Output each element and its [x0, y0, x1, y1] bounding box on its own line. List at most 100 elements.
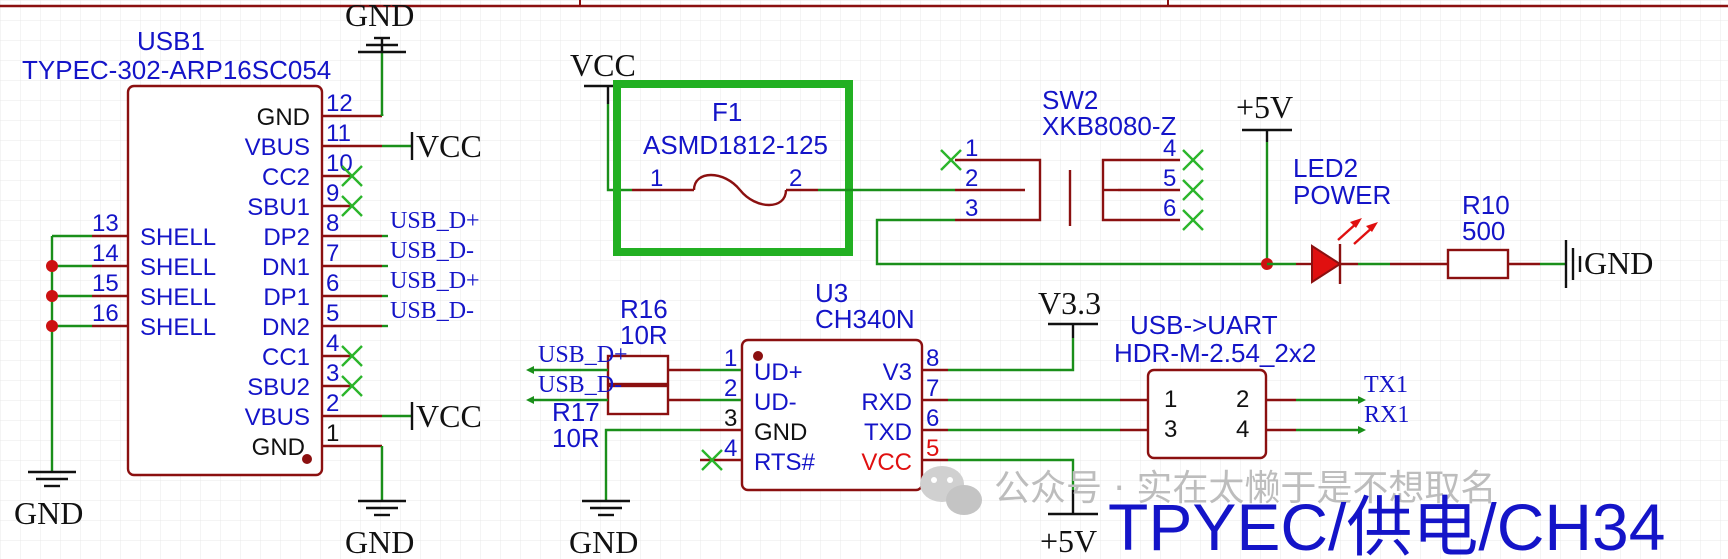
usb1-right-pin-names: GND VBUS CC2 SBU1 DP2 DN1 DP1 DN2 CC1 SB…: [245, 104, 310, 461]
vcc-label: VCC: [570, 47, 636, 83]
led-led2[interactable]: LED2 POWER: [1267, 153, 1391, 284]
pin-name: DP2: [263, 224, 310, 251]
pin-number: 4: [1163, 135, 1176, 162]
ic-pin1-dot: [753, 351, 763, 361]
pin-number: 5: [326, 300, 339, 327]
pin-number: 2: [326, 390, 339, 417]
pin-number: 3: [724, 405, 737, 432]
pin-name: SHELL: [140, 284, 216, 311]
header-designator: USB->UART: [1130, 310, 1278, 340]
gnd-symbol-shell: GND: [14, 470, 83, 531]
pin-number: 2: [789, 165, 802, 192]
usb1-connector[interactable]: USB1 TYPEC-302-ARP16SC054 GND VBUS CC2 S…: [22, 26, 382, 477]
net-label-usb-dp: USB_D+: [390, 268, 480, 294]
pin-number: 6: [926, 405, 939, 432]
switch-no-connect-marks: [940, 149, 1204, 231]
usb1-left-pins: [50, 234, 128, 472]
pin-number: 2: [724, 375, 737, 402]
usb1-body: [126, 84, 324, 477]
header-usb-uart[interactable]: USB->UART HDR-M-2.54_2x2 1 2 3 4: [1114, 310, 1316, 460]
switch-right-pin-numbers: 4 5 6: [1163, 135, 1176, 222]
pin-number: 2: [965, 165, 978, 192]
pin-number: 1: [965, 135, 978, 162]
resistor-value: 10R: [620, 320, 668, 350]
resistor-r17[interactable]: R17 10R: [552, 384, 700, 453]
pin-name: GND: [754, 419, 807, 446]
uart-wiring: TX1 RX1: [948, 372, 1409, 434]
ic-designator: U3: [815, 278, 848, 308]
pin-number: 4: [1236, 416, 1249, 443]
pin-name: RXD: [861, 389, 912, 416]
gnd-label: GND: [345, 524, 414, 559]
pin-name: RTS#: [754, 449, 816, 476]
net-label-rx1: RX1: [1364, 402, 1409, 428]
fuse-part-number: ASMD1812-125: [643, 130, 828, 160]
pin-number: 6: [1163, 195, 1176, 222]
header-part-number: HDR-M-2.54_2x2: [1114, 338, 1316, 368]
gnd-label: GND: [569, 524, 638, 559]
net-label-usb-dn: USB_D-: [390, 298, 474, 324]
gnd-symbol-usb1-top: GND: [345, 0, 414, 54]
wire-switch-to-5v: [875, 218, 1267, 266]
usb1-left-pin-names: SHELL SHELL SHELL SHELL: [140, 224, 216, 341]
usb1-right-pin-numbers: 12 11 10 9 8 7 6 5 4 3 2 1: [326, 90, 353, 447]
u3-gnd-wiring: GND: [569, 428, 700, 559]
pin-number: 3: [326, 360, 339, 387]
shell-junctions: [46, 260, 58, 332]
pin-name: V3: [883, 359, 912, 386]
led-triangle: [1311, 244, 1342, 284]
ic-left-pins: [700, 428, 742, 462]
pin-number: 1: [1164, 386, 1177, 413]
pin-name: CC2: [262, 164, 310, 191]
switch-part-number: XKB8080-Z: [1042, 111, 1177, 141]
pin-name: CC1: [262, 344, 310, 371]
pin-number: 14: [92, 240, 119, 267]
resistor-designator: R16: [620, 294, 668, 324]
usb1-designator: USB1: [137, 26, 205, 56]
switch-designator: SW2: [1042, 85, 1098, 115]
pin-name: UD-: [754, 389, 797, 416]
v33-symbol: V3.3: [948, 285, 1101, 372]
sheet-border: [0, 0, 1728, 8]
pin-number: 5: [926, 435, 939, 462]
resistor-r10[interactable]: R10 500: [1390, 190, 1566, 280]
usb1-wiring: [380, 52, 412, 501]
pin-name: DN2: [262, 314, 310, 341]
net-label-usb-dn: USB_D-: [390, 238, 474, 264]
led-emission-arrows: [1337, 218, 1378, 245]
pin-number: 13: [92, 210, 119, 237]
resistor-r16[interactable]: R16 10R: [606, 294, 700, 386]
resistor-designator: R10: [1462, 190, 1510, 220]
net-label-usb-dp: USB_D+: [538, 342, 628, 368]
net-label-usb-dp: USB_D+: [390, 208, 480, 234]
switch-sw2[interactable]: SW2 XKB8080-Z 1 2 3 4 5 6: [940, 85, 1204, 231]
p5v-symbol-top: +5V: [1236, 89, 1293, 270]
pin-name: SBU1: [247, 194, 310, 221]
usb-input-wiring: USB_D+ USB_D-: [526, 342, 742, 404]
ic-right-pin-names: V3 RXD TXD VCC: [861, 359, 912, 476]
overlay-caption: TPYEC/供电/CH34: [1108, 490, 1665, 559]
gnd-label: GND: [14, 495, 83, 531]
p5v-symbol-bottom: +5V: [948, 458, 1098, 559]
pin-number: 6: [326, 270, 339, 297]
p5v-label: +5V: [1236, 89, 1293, 125]
pin-name: VBUS: [245, 404, 310, 431]
pin-number: 4: [326, 330, 339, 357]
pin-number: 16: [92, 300, 119, 327]
pin-name: SBU2: [247, 374, 310, 401]
pin-name: SHELL: [140, 224, 216, 251]
pin-number: 1: [650, 165, 663, 192]
pin-name: UD+: [754, 359, 803, 386]
pin-number: 11: [326, 120, 351, 147]
pin-number: 8: [326, 210, 339, 237]
pin-number: 4: [724, 435, 737, 462]
pin-number: 8: [926, 345, 939, 372]
pin-number: 3: [965, 195, 978, 222]
ic-u3-ch340n[interactable]: U3 CH340N UD+ UD- GND RTS# 1 2 3 4 V3: [700, 278, 948, 492]
switch-left-pin-numbers: 1 2 3: [965, 135, 978, 222]
pin-number: 15: [92, 270, 119, 297]
resistor-value: 500: [1462, 216, 1505, 246]
ic-part-number: CH340N: [815, 304, 915, 334]
fuse-f1[interactable]: F1 ASMD1812-125 1 2: [613, 80, 853, 256]
